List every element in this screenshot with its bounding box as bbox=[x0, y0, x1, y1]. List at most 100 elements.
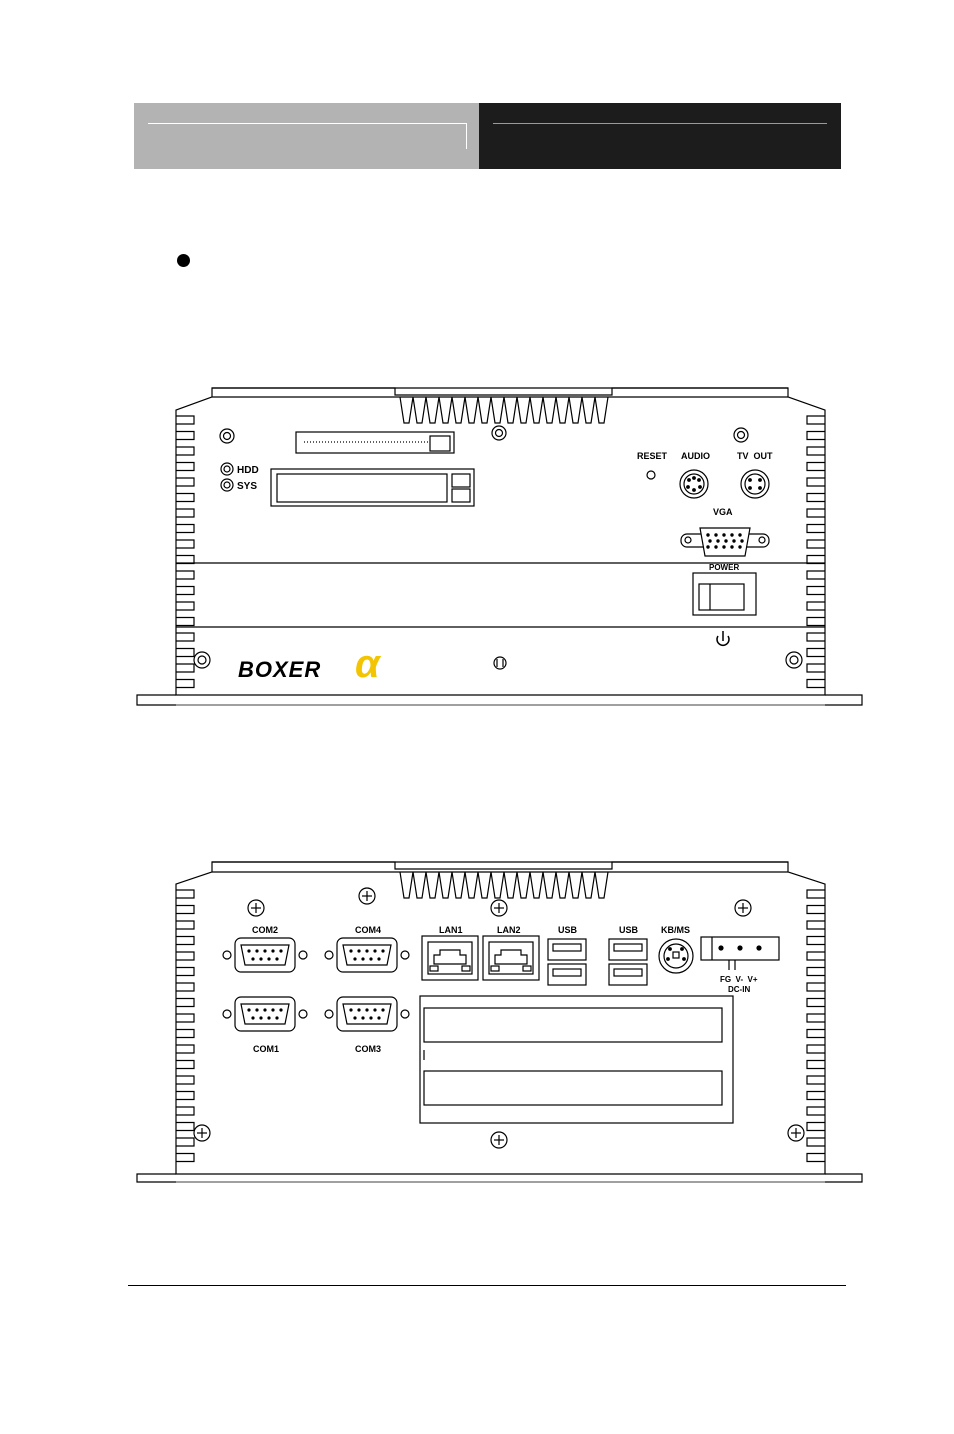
fin bbox=[176, 951, 195, 961]
top-fin bbox=[581, 396, 596, 424]
fin bbox=[176, 935, 195, 946]
fin bbox=[806, 1090, 825, 1101]
fin bbox=[806, 1028, 825, 1039]
fin bbox=[806, 1137, 825, 1147]
vga-pin bbox=[706, 533, 710, 537]
fin bbox=[806, 585, 825, 596]
fin bbox=[806, 966, 825, 977]
top-fin bbox=[516, 871, 531, 899]
fin bbox=[176, 570, 195, 580]
vga-pin bbox=[738, 545, 742, 549]
drive-bay bbox=[270, 468, 475, 507]
fin bbox=[176, 523, 195, 534]
lan2-label: LAN2 bbox=[497, 925, 521, 935]
footer-rule bbox=[128, 1285, 846, 1286]
rear-fins bbox=[176, 889, 825, 1163]
vga-pin bbox=[730, 545, 734, 549]
fin bbox=[176, 601, 195, 611]
fin bbox=[806, 1106, 825, 1116]
fin bbox=[176, 889, 195, 899]
top-fin bbox=[438, 871, 453, 899]
dc-pins-label: FG V- V+ bbox=[720, 975, 758, 984]
tv-out-connector bbox=[740, 469, 770, 499]
com2-label: COM2 bbox=[252, 925, 278, 935]
usb-port bbox=[608, 963, 648, 986]
vga-pin bbox=[714, 533, 718, 537]
sys-led-icon bbox=[220, 478, 234, 492]
fin bbox=[806, 904, 825, 915]
fin bbox=[176, 446, 195, 456]
top-fin bbox=[438, 396, 453, 424]
fin bbox=[176, 663, 195, 673]
fin bbox=[176, 1075, 195, 1085]
power-switch[interactable] bbox=[692, 572, 757, 616]
fin bbox=[806, 1121, 825, 1132]
fin bbox=[806, 1044, 825, 1054]
bullet-dot bbox=[177, 254, 190, 267]
screw bbox=[490, 899, 508, 917]
fin bbox=[806, 920, 825, 930]
hdd-label: HDD bbox=[237, 465, 259, 476]
top-fin bbox=[503, 396, 518, 424]
front-panel-drawing: HDD SYS RESET AUDIO TV OUT VGA POWER BOX… bbox=[136, 387, 863, 706]
fin bbox=[806, 1013, 825, 1023]
vga-pin bbox=[732, 539, 736, 543]
com-port-shell bbox=[336, 996, 398, 1032]
fin bbox=[176, 982, 195, 992]
fin bbox=[806, 997, 825, 1008]
vga-pin bbox=[722, 545, 726, 549]
dc-in-label: DC-IN bbox=[728, 985, 750, 994]
fin bbox=[176, 1090, 195, 1101]
fin bbox=[176, 1013, 195, 1023]
top-fin bbox=[529, 871, 544, 899]
front-screw bbox=[219, 428, 235, 444]
usb-port bbox=[547, 938, 587, 961]
kbms-connector bbox=[658, 938, 694, 974]
rear-screws bbox=[193, 887, 805, 1149]
fin bbox=[176, 1059, 195, 1070]
header-rule-right bbox=[493, 123, 827, 124]
front-screw bbox=[733, 427, 749, 443]
audio-connector bbox=[679, 469, 709, 499]
com-port-shell bbox=[336, 937, 398, 973]
top-fin bbox=[568, 396, 583, 424]
reset-label: RESET bbox=[637, 451, 668, 461]
tv-out-label: TV OUT bbox=[737, 451, 773, 461]
front-screw bbox=[493, 656, 507, 670]
top-fin bbox=[412, 871, 427, 899]
top-fin bbox=[477, 396, 492, 424]
lan1-label: LAN1 bbox=[439, 925, 463, 935]
fin bbox=[176, 616, 195, 627]
top-fin bbox=[399, 396, 414, 424]
fin bbox=[806, 1059, 825, 1070]
usb-label-b: USB bbox=[619, 925, 639, 935]
com3-label: COM3 bbox=[355, 1044, 381, 1054]
front-foot-right bbox=[825, 694, 863, 706]
fin bbox=[176, 647, 195, 658]
hdd-led-icon bbox=[220, 462, 234, 476]
fin bbox=[806, 601, 825, 611]
vga-pin bbox=[722, 533, 726, 537]
top-fin bbox=[542, 396, 557, 424]
vga-label: VGA bbox=[713, 507, 733, 517]
fin bbox=[176, 430, 195, 441]
top-fin bbox=[490, 396, 505, 424]
fin bbox=[806, 430, 825, 441]
fin bbox=[176, 1137, 195, 1147]
rear-foot-left bbox=[136, 1173, 176, 1183]
expansion-slots bbox=[419, 995, 734, 1124]
top-fin bbox=[464, 396, 479, 424]
fin bbox=[176, 461, 195, 472]
fin bbox=[176, 477, 195, 487]
top-fin bbox=[464, 871, 479, 899]
fin bbox=[176, 1044, 195, 1054]
fin bbox=[806, 616, 825, 627]
top-fin bbox=[490, 871, 505, 899]
reset-button[interactable] bbox=[646, 470, 656, 480]
com-port-shell bbox=[234, 937, 296, 973]
boxer-logo-text: BOXER bbox=[238, 657, 321, 682]
fin bbox=[176, 997, 195, 1008]
top-fin bbox=[594, 871, 609, 899]
top-fin bbox=[425, 396, 440, 424]
top-fin bbox=[594, 396, 609, 424]
